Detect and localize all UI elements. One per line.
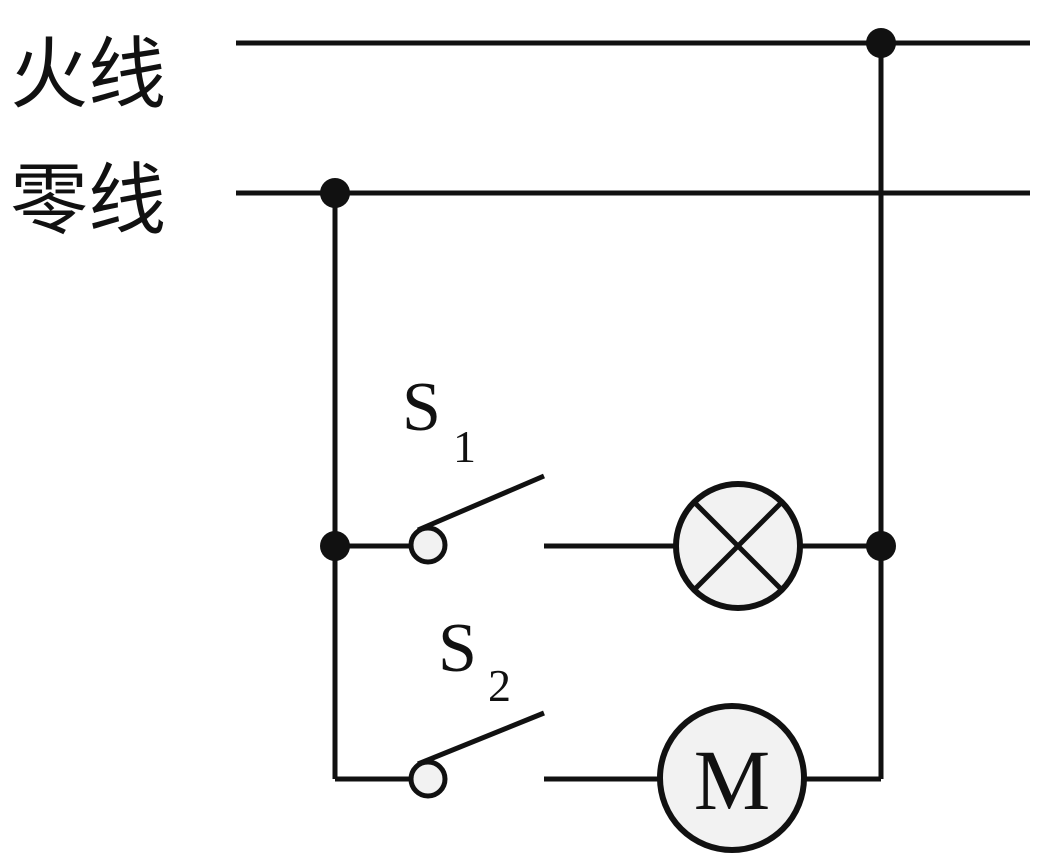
motor-symbol: M — [657, 703, 807, 853]
switch-s2-blade — [417, 710, 545, 767]
junction-node-live-top — [866, 28, 896, 58]
motor-label: M — [694, 732, 770, 828]
lamp-symbol — [673, 481, 803, 611]
switch-s2-label: S — [438, 610, 477, 687]
junction-node-left-branch — [320, 531, 350, 561]
switch-s1-terminal — [408, 525, 448, 565]
switch-s2-subscript: 2 — [488, 660, 511, 711]
neutral-line-label: 零线 — [10, 156, 166, 246]
junction-node-right-branch — [866, 531, 896, 561]
live-line-label: 火线 — [10, 30, 166, 120]
motor-circle — [657, 703, 807, 853]
lamp-cross-line-2 — [692, 500, 784, 592]
switch-s1-blade — [417, 473, 545, 533]
switch-s2-terminal — [408, 759, 448, 799]
junction-node-neutral-top — [320, 178, 350, 208]
switch-s1-subscript: 1 — [453, 421, 476, 472]
switch-s1-label: S — [402, 369, 441, 446]
